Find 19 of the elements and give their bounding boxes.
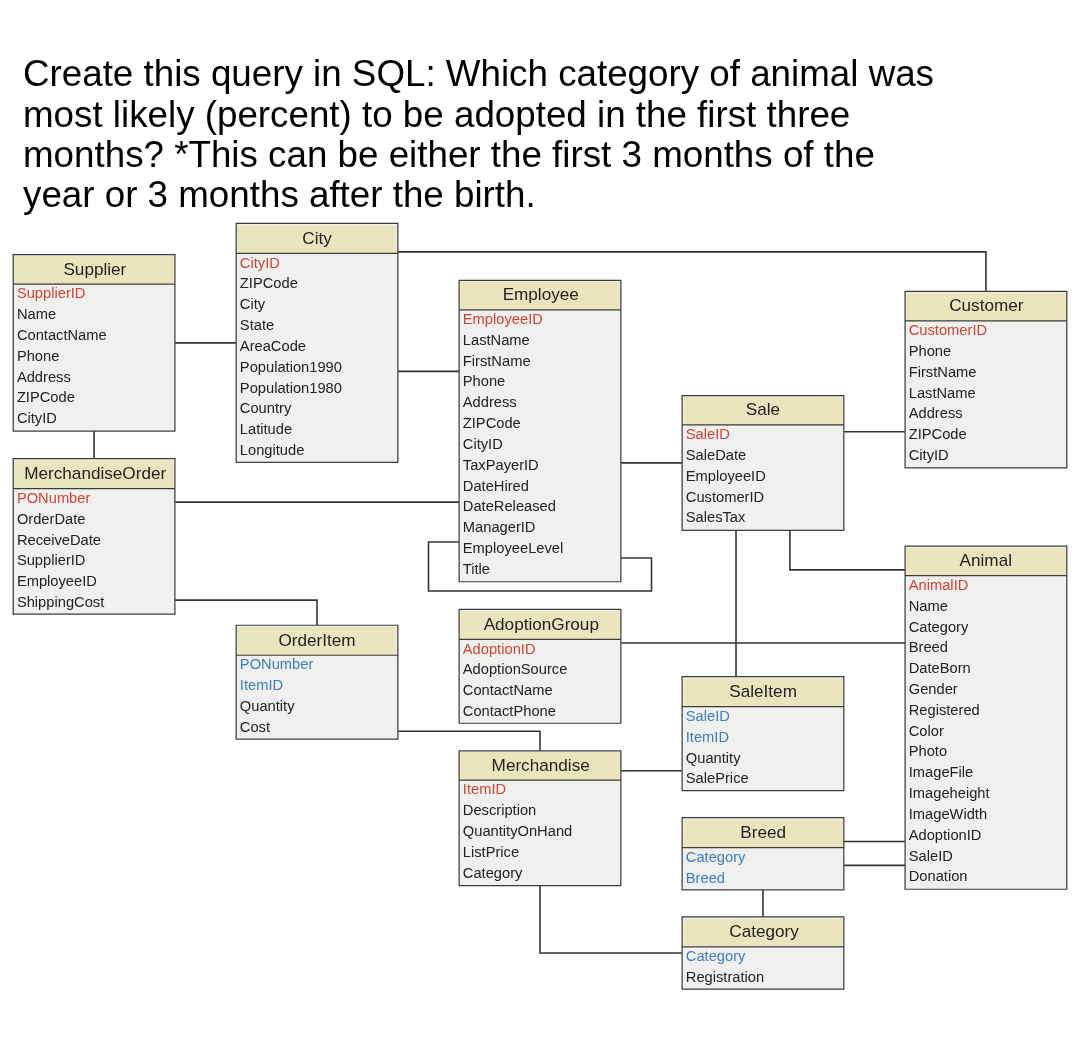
connector xyxy=(735,529,737,678)
connector xyxy=(397,251,987,293)
connector xyxy=(174,342,237,344)
connector xyxy=(397,370,460,373)
connector xyxy=(843,864,906,867)
connector xyxy=(174,501,460,503)
connector xyxy=(789,529,906,571)
connector xyxy=(174,599,318,626)
connector xyxy=(762,889,764,918)
connector xyxy=(539,884,683,954)
connector xyxy=(620,769,683,772)
connector xyxy=(620,642,906,644)
connector xyxy=(620,462,683,464)
connector xyxy=(843,840,906,843)
connector xyxy=(397,730,541,752)
connector xyxy=(843,430,906,433)
connector xyxy=(93,430,95,459)
connector xyxy=(427,541,653,592)
diagram-title: Create this query in SQL: Which category of animal was most likely (percent) to be adopted in the first three months? *This can be either the first 3 months of the year or 3 months after the birth. xyxy=(23,53,934,216)
